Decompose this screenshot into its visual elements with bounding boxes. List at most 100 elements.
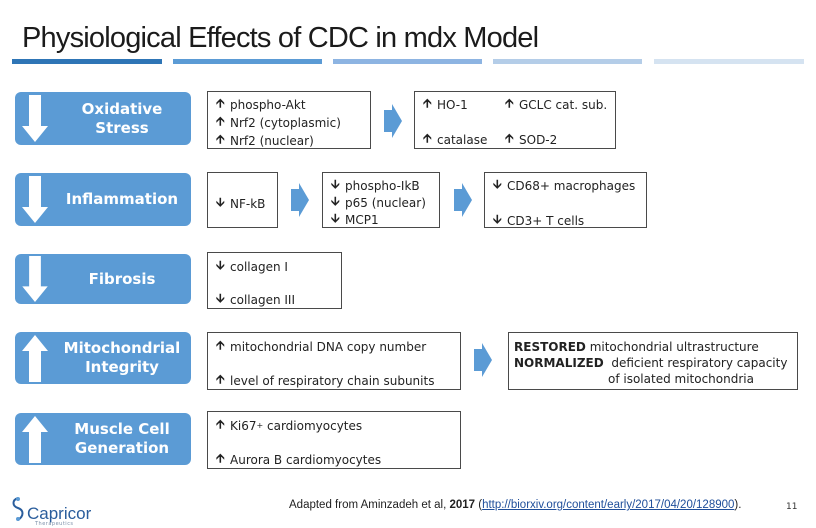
category-label: Oxidative Stress [81, 99, 163, 137]
marker-row: 🡫 MCP1 [331, 209, 379, 230]
category-oxidative-stress: Oxidative Stress [15, 92, 191, 145]
page-number: 11 [786, 502, 798, 512]
marker-row: 🡩 HO-1 [423, 94, 468, 115]
marker-row: 🡫 CD3+ T cells [493, 210, 584, 231]
title-band-1 [12, 59, 162, 64]
citation: Adapted from Aminzadeh et al, 2017 (http… [289, 499, 741, 511]
marker-label: GCLC cat. sub. [519, 97, 608, 112]
normalized-text: deficient respiratory capacity [611, 356, 788, 370]
title-band-4 [493, 59, 642, 64]
chevron-right-icon [454, 183, 472, 217]
mitochondrial-markers-box: 🡩 mitochondrial DNA copy number 🡩 level of… [207, 332, 461, 390]
citation-paren: ( [475, 499, 483, 511]
down-arrow-icon: 🡫 [216, 258, 225, 272]
marker-row: 🡩 GCLC cat. sub. [505, 94, 607, 115]
marker-label: Nrf2 (cytoplasmic) [230, 115, 341, 130]
up-arrow-icon: 🡩 [216, 417, 225, 431]
restored-line: RESTORED mitochondrial ultrastructure [514, 339, 759, 355]
cardiomyocyte-markers-box: 🡩Ki67+ cardiomyocytes 🡩Aurora B cardiomy… [207, 411, 461, 469]
title-band-5 [654, 59, 804, 64]
page-title: Physiological Effects of CDC in mdx Mode… [22, 22, 539, 54]
citation-close: ). [734, 499, 742, 511]
down-arrow-icon: 🡫 [331, 177, 340, 191]
up-arrow-icon [22, 416, 48, 463]
category-label: Muscle Cell Generation [74, 420, 170, 457]
down-arrow-icon: 🡫 [493, 212, 502, 226]
marker-row: 🡩 phospho-Akt [216, 94, 306, 115]
category-inflammation: Inflammation [15, 173, 191, 226]
marker-row: 🡫collagen III [216, 289, 295, 310]
oxidative-markers-box: 🡩 phospho-Akt 🡩 Nrf2 (cytoplasmic) 🡩 Nrf2 (… [207, 91, 371, 149]
chevron-right-icon [291, 183, 309, 217]
up-arrow-icon: 🡩 [216, 372, 225, 386]
category-label: Inflammation [65, 190, 179, 208]
up-arrow-icon: 🡩 [216, 96, 225, 110]
marker-row: 🡩 Nrf2 (cytoplasmic) [216, 112, 341, 133]
immune-cells-box: 🡫CD68+ macrophages 🡫 CD3+ T cells [484, 172, 647, 228]
citation-text: Adapted from Aminzadeh et al, [289, 499, 450, 511]
down-arrow-icon: 🡫 [216, 195, 225, 209]
marker-row: 🡩 SOD-2 [505, 129, 557, 150]
normalized-line: NORMALIZED deficient respiratory capacit… [514, 355, 787, 371]
nfkb-pathway-box: 🡫 phospho-IkB 🡫 p65 (nuclear) 🡫 MCP1 [322, 172, 440, 228]
marker-row: 🡩 Nrf2 (nuclear) [216, 130, 314, 151]
marker-label: Nrf2 (nuclear) [230, 133, 314, 148]
marker-row: 🡩 mitochondrial DNA copy number [216, 336, 426, 357]
marker-label: Ki67 [230, 418, 257, 433]
category-label: Fibrosis [88, 269, 156, 288]
marker-row: 🡫 collagen I [216, 256, 288, 277]
up-arrow-icon: 🡩 [216, 114, 225, 128]
restored-text: mitochondrial ultrastructure [589, 340, 759, 354]
mitochondrial-outcome-box: RESTORED mitochondrial ultrastructure NO… [508, 332, 798, 390]
marker-label: CD3+ T cells [507, 213, 585, 228]
up-arrow-icon: 🡩 [505, 131, 514, 145]
restored-label: RESTORED [514, 340, 586, 354]
marker-row: 🡫 phospho-IkB [331, 175, 420, 196]
down-arrow-icon [22, 95, 48, 142]
down-arrow-icon [22, 256, 48, 302]
title-band-3 [333, 59, 482, 64]
up-arrow-icon: 🡩 [216, 132, 225, 146]
category-fibrosis: Fibrosis [15, 254, 191, 304]
logo-text: Capricor [27, 504, 92, 523]
down-arrow-icon: 🡫 [331, 211, 340, 225]
marker-row: 🡩catalase [423, 129, 487, 150]
down-arrow-icon: 🡫 [331, 194, 340, 208]
marker-row: 🡫 NF-kB [216, 193, 265, 214]
down-arrow-icon [22, 176, 48, 223]
collagen-box: 🡫 collagen I 🡫collagen III [207, 252, 342, 309]
marker-label: CD68+ macrophages [507, 178, 636, 193]
antioxidant-enzymes-box: 🡩 HO-1 🡩 GCLC cat. sub. 🡩catalase 🡩 SOD-2 [414, 91, 616, 149]
marker-row: 🡫CD68+ macrophages [493, 175, 635, 196]
nfkb-box: 🡫 NF-kB [207, 172, 278, 228]
marker-label: MCP1 [345, 212, 379, 227]
marker-label: HO-1 [437, 97, 468, 112]
up-arrow-icon: 🡩 [216, 338, 225, 352]
normalized-line-2: of isolated mitochondria [608, 371, 754, 387]
marker-label: phospho-IkB [345, 178, 420, 193]
category-muscle-cell-generation: Muscle Cell Generation [15, 413, 191, 465]
marker-label: NF-kB [230, 196, 266, 211]
marker-row: 🡩 Aurora B cardiomyocytes [216, 449, 381, 470]
marker-label: Aurora B cardiomyocytes [230, 452, 382, 467]
up-arrow-icon: 🡩 [423, 131, 432, 145]
normalized-label: NORMALIZED [514, 356, 604, 370]
marker-row: 🡫 p65 (nuclear) [331, 192, 426, 213]
marker-label: mitochondrial DNA copy number [230, 339, 427, 354]
up-arrow-icon: 🡩 [216, 451, 225, 465]
marker-label: phospho-Akt [230, 97, 306, 112]
capricor-logo [12, 497, 24, 521]
up-arrow-icon [22, 335, 48, 382]
marker-label: collagen I [230, 259, 288, 274]
title-band-2 [173, 59, 322, 64]
marker-label: level of respiratory chain subunits [230, 373, 435, 388]
category-label: Mitochondrial Integrity [63, 339, 181, 376]
marker-superscript: + [256, 421, 264, 430]
marker-label: SOD-2 [519, 132, 558, 147]
marker-label: p65 (nuclear) [345, 195, 426, 210]
citation-link[interactable]: http://biorxiv.org/content/early/2017/04… [482, 499, 735, 511]
up-arrow-icon: 🡩 [423, 96, 432, 110]
up-arrow-icon: 🡩 [505, 96, 514, 110]
category-mitochondrial-integrity: Mitochondrial Integrity [15, 332, 191, 384]
marker-row: 🡩 level of respiratory chain subunits [216, 370, 434, 391]
